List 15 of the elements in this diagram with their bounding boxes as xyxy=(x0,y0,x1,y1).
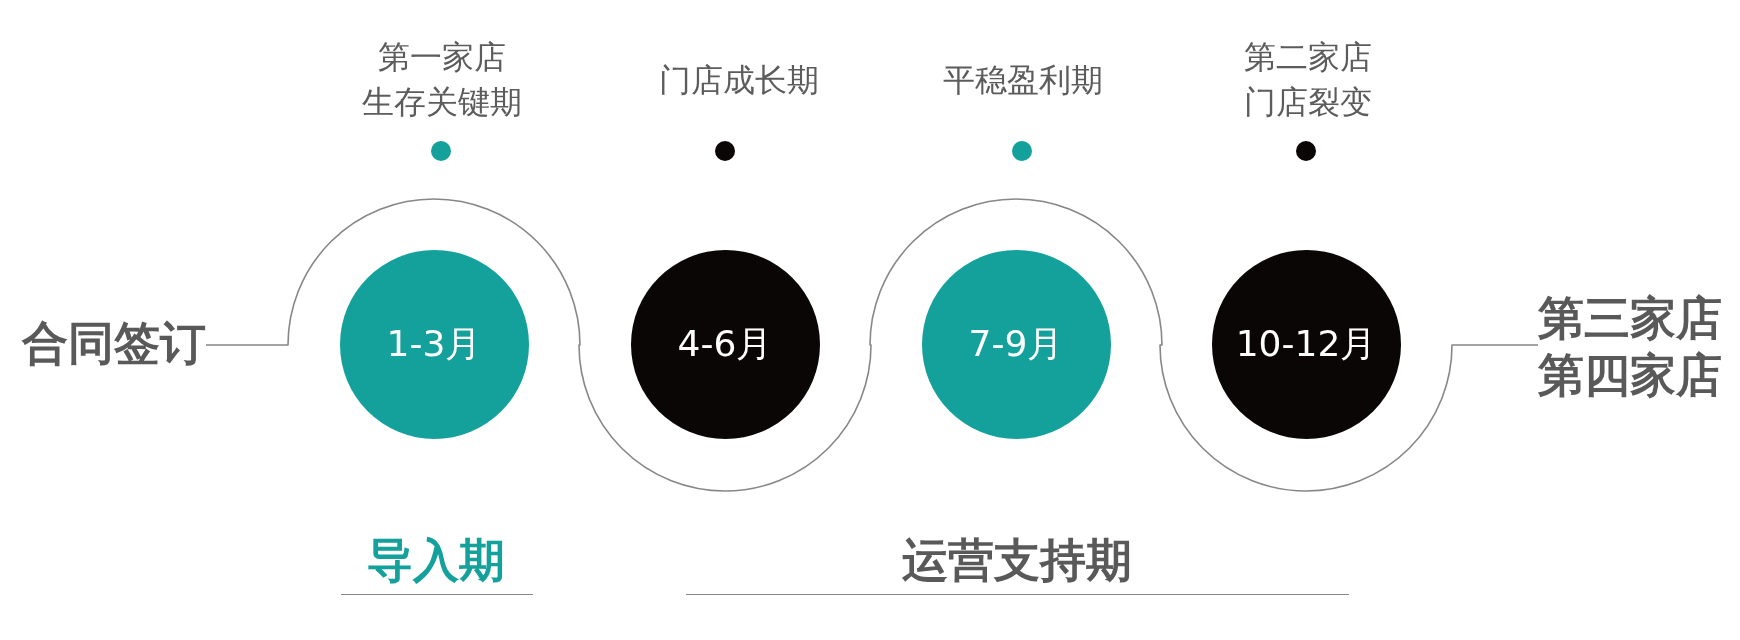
period-circle: 10-12月 xyxy=(1211,249,1401,439)
period-circle: 7-9月 xyxy=(921,249,1111,439)
period-circle: 4-6月 xyxy=(630,249,820,439)
milestone-label: 门店裂变 xyxy=(1244,82,1372,122)
milestone-label: 第一家店 xyxy=(378,37,506,77)
phase-label: 运营支持期 xyxy=(902,531,1132,589)
start-label: 合同签订 xyxy=(22,314,206,372)
end-label: 第三家店 第四家店 xyxy=(1538,290,1722,404)
milestone-label: 生存关键期 xyxy=(362,82,522,122)
milestone-label: 平稳盈利期 xyxy=(943,60,1103,100)
timeline-line xyxy=(205,198,1539,492)
phase-label: 导入期 xyxy=(367,531,505,589)
milestone-label: 第二家店 xyxy=(1244,37,1372,77)
milestone-label: 门店成长期 xyxy=(659,60,819,100)
period-circle: 1-3月 xyxy=(339,249,529,439)
